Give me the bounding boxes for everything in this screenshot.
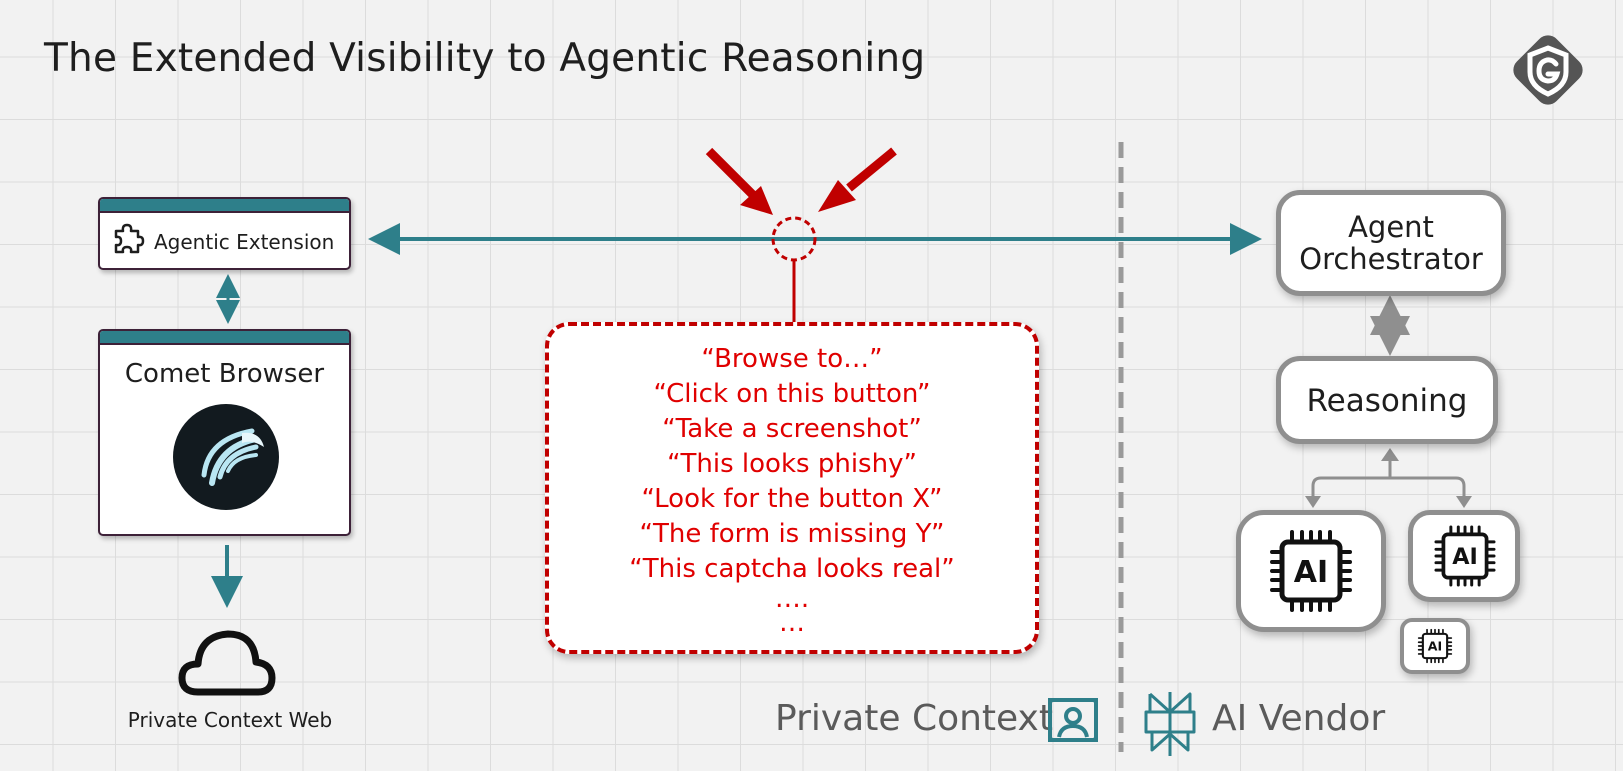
ai-chip-label: AI bbox=[1294, 555, 1328, 590]
ai-chip-icon: AI bbox=[1417, 628, 1453, 664]
window-title-bar bbox=[100, 199, 349, 213]
ai-chip-icon: AI bbox=[1434, 525, 1496, 587]
window-title-bar bbox=[100, 331, 349, 345]
pointer-arrow-right bbox=[818, 147, 897, 212]
comet-browser-label: Comet Browser bbox=[124, 359, 325, 389]
agentic-extension-label: Agentic Extension bbox=[154, 230, 335, 254]
private-context-zone-label: Private Context bbox=[775, 698, 1053, 739]
thought-line: …. bbox=[774, 584, 810, 614]
thought-line: “This captcha looks real” bbox=[629, 554, 955, 584]
thought-line: … bbox=[779, 608, 805, 638]
ai-vendor-zone-label: AI Vendor bbox=[1212, 698, 1386, 739]
thought-line: “Take a screenshot” bbox=[662, 414, 922, 444]
ai-chip-icon: AI bbox=[1270, 530, 1352, 612]
ai-model-small: AI bbox=[1400, 618, 1470, 674]
thought-line: “This looks phishy” bbox=[667, 449, 917, 479]
thought-line: “The form is missing Y” bbox=[639, 519, 945, 549]
pointer-arrow-left bbox=[705, 147, 773, 215]
puzzle-piece-icon bbox=[114, 223, 145, 254]
private-context-web-label: Private Context Web bbox=[127, 708, 333, 732]
ai-model-large: AI bbox=[1236, 510, 1386, 632]
cloud-icon bbox=[178, 630, 276, 696]
ai-model-medium: AI bbox=[1408, 510, 1520, 602]
ai-chip-label: AI bbox=[1452, 544, 1478, 570]
ai-chip-label: AI bbox=[1428, 639, 1442, 654]
intercepted-thoughts-box: “Browse to…” “Click on this button” “Tak… bbox=[545, 322, 1039, 654]
reasoning-node: Reasoning bbox=[1276, 356, 1498, 444]
thought-line: “Click on this button” bbox=[653, 379, 931, 409]
arrowhead-model-left bbox=[1305, 496, 1321, 508]
shield-g-logo-icon bbox=[1513, 35, 1583, 105]
orchestrator-label-line2: Orchestrator bbox=[1299, 242, 1483, 276]
page-title: The Extended Visibility to Agentic Reaso… bbox=[44, 36, 926, 81]
contact-card-icon bbox=[1048, 698, 1098, 742]
thought-line: “Browse to…” bbox=[701, 344, 883, 374]
arrowhead-reasoning bbox=[1381, 448, 1399, 461]
comet-browser-window: Comet Browser bbox=[98, 329, 351, 536]
orchestrator-label-line1: Agent bbox=[1348, 210, 1434, 244]
arrowhead-model-right bbox=[1456, 496, 1472, 508]
perplexity-logo-icon bbox=[1144, 692, 1196, 756]
comet-logo-icon bbox=[173, 404, 279, 510]
agent-orchestrator-node: Agent Orchestrator bbox=[1276, 190, 1506, 296]
agentic-extension-window: Agentic Extension bbox=[98, 197, 351, 270]
thought-line: “Look for the button X” bbox=[641, 484, 943, 514]
